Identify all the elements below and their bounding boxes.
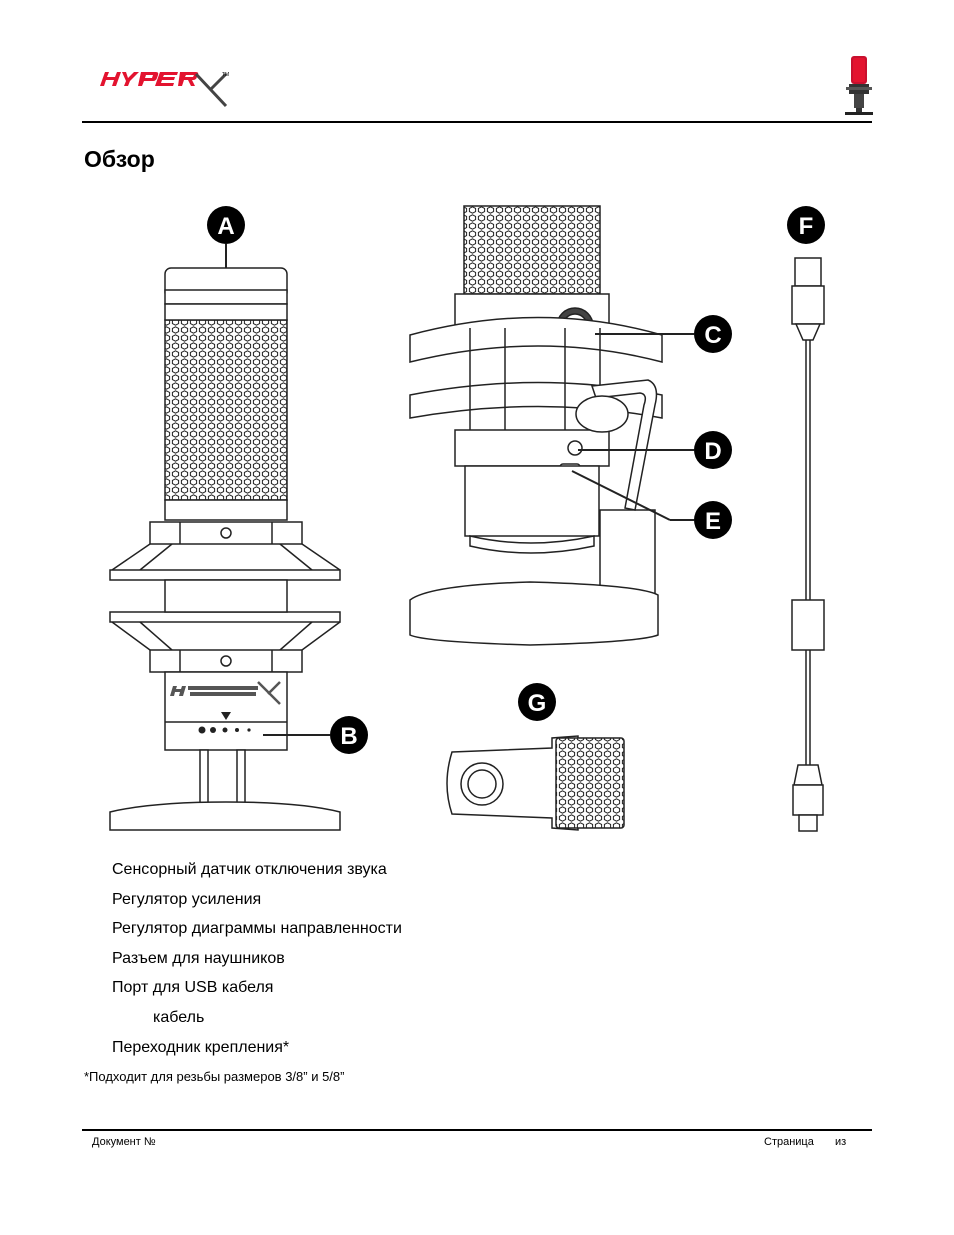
svg-text:TM: TM: [222, 72, 229, 78]
callout-a-label: A: [217, 213, 234, 240]
footer-rule: [82, 1129, 872, 1131]
feature-item-polar-pattern: Регулятор диаграммы направленности: [112, 920, 402, 938]
document-number-label: Документ №: [92, 1136, 156, 1148]
callout-f-label: F: [799, 213, 814, 240]
callout-c-label: C: [704, 322, 721, 349]
hyperx-logo: TM: [100, 72, 229, 108]
feature-item-gain-control: Регулятор усиления: [112, 890, 262, 908]
callout-d-label: D: [704, 438, 721, 465]
features-list: Сенсорный датчик отключения звука Регуля…: [112, 860, 402, 1067]
feature-item-mount-adapter: Переходник крепления*: [112, 1038, 290, 1056]
feature-item-usb-port: Порт для USB кабеля: [112, 979, 274, 997]
feature-item-headphone-jack: Разъем для наушников: [112, 949, 285, 967]
page-label: Страница: [764, 1136, 814, 1148]
footnote: *Подходит для резьбы размеров 3/8” и 5/8…: [84, 1069, 345, 1084]
header-rule: [82, 121, 872, 123]
page-title: Обзор: [84, 146, 155, 172]
callout-g-label: G: [528, 690, 547, 717]
feature-item-mute-sensor: Сенсорный датчик отключения звука: [112, 861, 387, 878]
page-of-label: из: [835, 1136, 847, 1148]
feature-item-cable: кабель: [153, 1008, 205, 1026]
microphone-icon: [845, 56, 873, 115]
callout-e-label: E: [705, 508, 721, 535]
callout-b-label: B: [340, 723, 357, 750]
product-diagram: A B C D E F G: [109, 205, 825, 832]
